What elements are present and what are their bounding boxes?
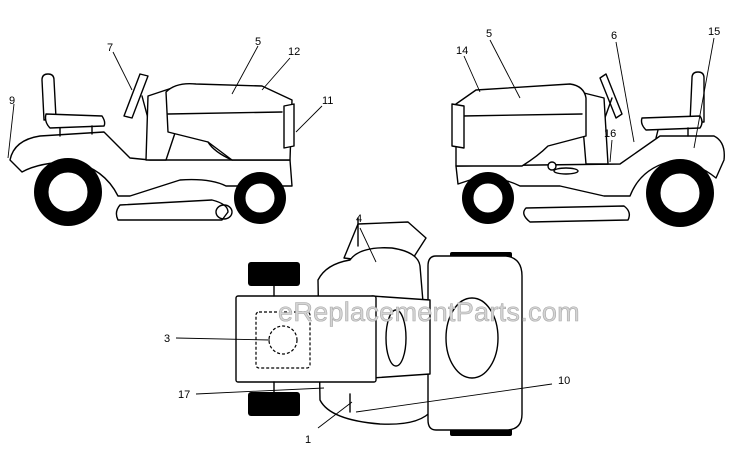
callout-16: 16 (604, 128, 616, 140)
callout-7: 7 (107, 42, 113, 54)
callout-9: 9 (9, 95, 15, 107)
top-steering-oval (385, 309, 407, 367)
callout-6: 6 (611, 30, 617, 42)
top-rear-tire-upper (248, 262, 300, 286)
left-hood (165, 82, 293, 161)
callout-5-left: 5 (255, 36, 261, 48)
right-hood (455, 83, 587, 167)
left-seat-back (41, 73, 57, 121)
callout-1: 1 (305, 434, 311, 446)
tractor-top-view (175, 217, 553, 436)
left-deck-chute (215, 204, 233, 220)
tractor-right-side-view (451, 37, 725, 227)
right-steering-wheel (599, 73, 623, 119)
right-mower-deck (523, 205, 631, 223)
callout-4: 4 (356, 213, 362, 225)
left-grille (283, 103, 295, 149)
left-steering-wheel (123, 73, 149, 119)
top-seat-outline (255, 311, 311, 369)
left-seat-cushion (44, 113, 106, 129)
right-seat-back (689, 71, 705, 123)
top-seat-circle (268, 325, 298, 355)
top-grille-oval (445, 297, 499, 379)
tractor-left-side-view (7, 45, 323, 226)
callout-5-right: 5 (486, 28, 492, 40)
callout-3: 3 (164, 333, 170, 345)
callout-15: 15 (708, 26, 720, 38)
right-grille (451, 103, 465, 149)
callout-17: 17 (178, 389, 190, 401)
callout-14: 14 (456, 45, 468, 57)
right-seat-cushion (640, 115, 703, 131)
watermark: eReplacementParts.com (278, 297, 580, 327)
right-lift-lever (553, 167, 579, 175)
callout-10: 10 (558, 375, 570, 387)
callout-12: 12 (288, 46, 300, 58)
callout-11: 11 (322, 95, 333, 107)
left-mower-deck (115, 199, 229, 221)
top-rear-tire-lower (248, 392, 300, 416)
right-dash-tower (579, 91, 609, 165)
